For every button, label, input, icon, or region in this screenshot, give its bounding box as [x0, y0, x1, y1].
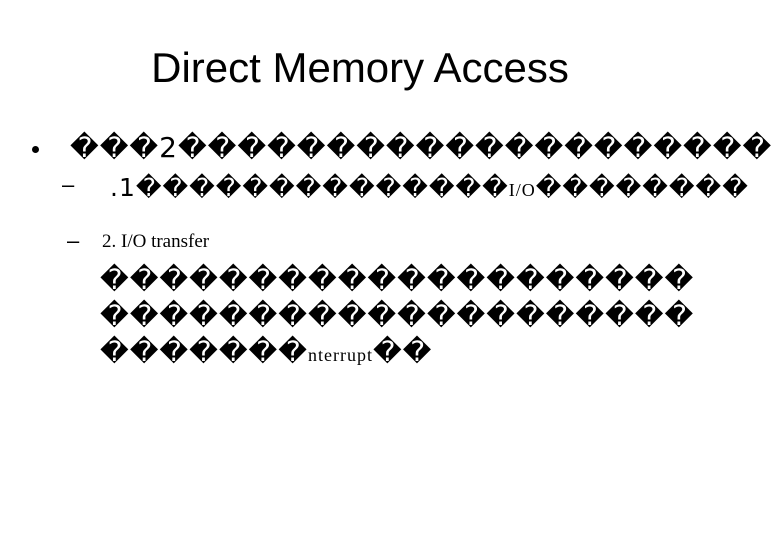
sub-bullet-dash-icon: –: [67, 228, 80, 253]
body-line-3: �������nterrupt��: [100, 334, 720, 373]
bullet-dot-icon: [32, 146, 39, 153]
sub-bullet-1-number: .1: [110, 173, 136, 202]
sub-bullet-1-io: I/O: [508, 180, 536, 200]
sub-bullet-2: 2. I/O transfer: [102, 231, 210, 252]
sub-bullet-2-body: �������������������� �������������������…: [100, 262, 720, 373]
body-line-3-end: ��: [372, 335, 433, 368]
body-line-2: ��������������������: [100, 299, 695, 332]
bullet-text-1: ���2��������������������: [70, 131, 772, 164]
sub-bullet-1: .1��������������I/O��������: [110, 170, 748, 208]
body-line-3-start: �������: [100, 335, 308, 368]
sub-bullet-dash-icon: –: [62, 172, 75, 197]
slide-title: Direct Memory Access: [151, 44, 569, 91]
sub-bullet-1-tail: ��������: [535, 173, 749, 202]
body-line-1: ��������������������: [100, 263, 695, 296]
sub-bullet-1-text: ��������������: [135, 173, 509, 202]
body-line-3-interrupt: nterrupt: [307, 345, 373, 365]
slide: Direct Memory Access ���2���������������…: [32, 44, 772, 373]
